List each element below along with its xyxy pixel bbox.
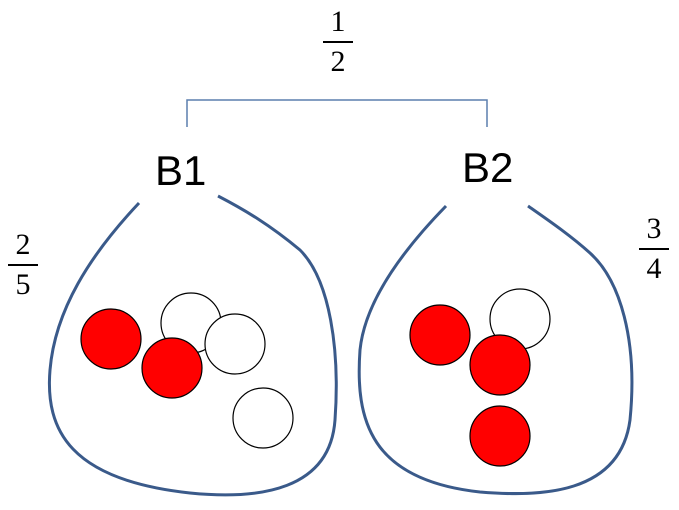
fraction-bar [8,264,38,266]
white-ball [232,387,294,449]
bag-b2-label: B2 [462,144,514,191]
top-fraction-denominator: 2 [330,45,346,78]
white-ball [204,313,266,375]
bag-b2-fraction-numerator: 3 [646,212,662,245]
bag-b2-fraction: 3 4 [634,212,674,286]
bag-b1-fraction-numerator: 2 [15,228,31,261]
bag-b1-label: B1 [155,147,207,194]
red-ball [469,334,531,396]
top-fraction: 1 2 [318,5,358,79]
red-ball [469,405,531,467]
fraction-bar [323,41,353,43]
bag-b2-outline [357,204,634,496]
fraction-bar [639,248,669,250]
top-fraction-numerator: 1 [330,5,346,38]
top-bracket [186,99,488,127]
bag-b1-fraction: 2 5 [3,228,43,302]
bag-b1-fraction-denominator: 5 [15,268,31,301]
red-ball [409,304,471,366]
bag-b2-fraction-denominator: 4 [646,252,662,285]
red-ball [80,308,142,370]
bag-b1-outline [47,194,338,497]
red-ball [141,337,203,399]
